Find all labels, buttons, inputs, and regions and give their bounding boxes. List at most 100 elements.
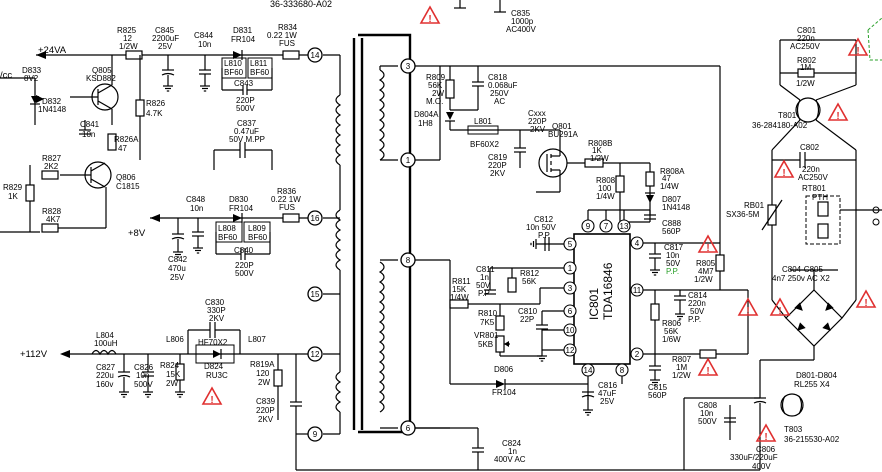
label-r819a-2: 2W — [258, 378, 270, 387]
label-r824-2: 2W — [166, 379, 178, 388]
icpin-4: 4 — [635, 239, 640, 248]
label-r810-1: 7K5 — [480, 318, 495, 327]
label-c808-1: 10n — [700, 409, 713, 418]
warning-mark: ! — [864, 298, 867, 309]
icpin-1: 1 — [568, 264, 573, 273]
label-c811-2: 50V — [476, 281, 491, 290]
top-part-label: 36-333680-A02 — [270, 0, 332, 9]
label-c802-0: C802 — [800, 143, 820, 152]
label-q806-0: Q806 — [116, 173, 136, 182]
label-r828-1: 4K7 — [46, 215, 61, 224]
label-r836-2: FUS — [279, 203, 295, 212]
tpin-14: 14 — [311, 51, 320, 60]
warning-mark: ! — [764, 432, 767, 443]
label-t803-0: T803 — [784, 425, 803, 434]
label-r819a-1: 120 — [256, 369, 270, 378]
label-c840-2: 500V — [235, 269, 254, 278]
icpin-3: 3 — [568, 284, 573, 293]
tpin-6: 6 — [406, 424, 411, 433]
label-c817-pp: P.P. — [666, 267, 679, 276]
label-c810-1: 22P — [520, 315, 534, 324]
label-c815-0: C815 — [648, 383, 668, 392]
rail-112v-label: +112V — [20, 349, 48, 360]
label-c843-0: C843 — [234, 79, 254, 88]
label-c827-0: C827 — [96, 363, 116, 372]
c837-group — [213, 142, 273, 170]
mains-input-section — [724, 17, 882, 470]
label-r825-2: 1/2W — [119, 42, 138, 51]
label-r812-0: R812 — [520, 269, 540, 278]
label-c835-1: 1000p — [511, 17, 534, 26]
ic801: IC801 TDA16846 — [573, 233, 631, 365]
icpin-10: 10 — [566, 326, 575, 335]
label-r809-3: M.O. — [426, 97, 443, 106]
label-r826a-0: R826A — [114, 135, 139, 144]
label-l808-0: L808 — [218, 224, 236, 233]
label-c801-2: AC250V — [790, 42, 820, 51]
warning-mark: ! — [210, 395, 213, 406]
tpin-8: 8 — [406, 256, 411, 265]
label-rt801-0: RT801 — [802, 184, 826, 193]
label-l809-1: BF60 — [248, 233, 268, 242]
label-c830-0: C830 — [205, 298, 225, 307]
warning-mark: ! — [706, 366, 709, 377]
label-l801-0: L801 — [474, 117, 492, 126]
label-r808b-0: R808B — [588, 139, 612, 148]
label-r802-0: R802 — [797, 56, 817, 65]
label-r802-2: 1/2W — [796, 79, 815, 88]
label-vr801-0: VR801 — [474, 331, 499, 340]
label-r808b-2: 1/2W — [590, 154, 609, 163]
warning-mark: ! — [836, 111, 839, 122]
label-r825-0: R825 — [117, 26, 137, 35]
label-c816-1: 47uF — [598, 389, 616, 398]
label-c811-1: 1n — [480, 273, 489, 282]
label-rt801-1: PTH — [812, 193, 828, 202]
label-r825-1: 12 — [123, 34, 132, 43]
label-c824-2: 400V AC — [494, 455, 526, 464]
label-c824-0: C824 — [502, 439, 522, 448]
label-c818-0: C818 — [488, 73, 508, 82]
label-c888-1: 560P — [662, 227, 681, 236]
label-c808-2: 500V — [698, 417, 717, 426]
label-c843-1: 220P — [236, 96, 255, 105]
label-d833-1: 8V2 — [24, 74, 39, 83]
warning-mark: ! — [746, 306, 749, 317]
component-labels: R825 12 1/2W C845 2200uF 25V C844 10n D8… — [3, 9, 840, 471]
label-l801-1: BF60X2 — [470, 140, 499, 149]
label-r819a-0: R819A — [250, 360, 275, 369]
label-l807: L807 — [248, 335, 266, 344]
label-cxxx-0: Cxxx — [528, 109, 546, 118]
label-c811-0: C811 — [476, 265, 495, 274]
label-d804a-1: 1H8 — [418, 119, 433, 128]
label-c818-2: 250V — [490, 89, 509, 98]
label-r810-0: R810 — [478, 309, 498, 318]
label-c845-2: 25V — [158, 42, 173, 51]
label-d801-0: D801-D804 — [796, 371, 837, 380]
label-r806-2: 1/6W — [662, 335, 681, 344]
tpin-3: 3 — [406, 62, 411, 71]
label-l806: L806 — [166, 335, 184, 344]
label-q801-0: Q801 — [552, 122, 572, 131]
label-r806-0: R806 — [662, 319, 682, 328]
label-c816-2: 25V — [600, 397, 615, 406]
label-c835-0: C835 — [511, 9, 531, 18]
label-c814-3: P.P. — [688, 315, 701, 324]
rail-8v-label: +8V — [128, 228, 146, 239]
label-r807-0: R807 — [672, 355, 692, 364]
label-c835-2: AC400V — [506, 25, 536, 34]
label-d833-0: D833 — [22, 66, 42, 75]
label-c812-2: P.P — [538, 231, 550, 240]
label-r809-0: R809 — [426, 73, 446, 82]
label-l811-0: L811 — [250, 59, 268, 68]
warning-mark: ! — [706, 243, 709, 254]
label-d806-1: FR104 — [492, 388, 517, 397]
label-c837-0: C837 — [237, 119, 257, 128]
label-t801-1: 36-284180-A02 — [752, 121, 808, 130]
ic801-ref: IC801 — [587, 288, 601, 320]
tpin-9: 9 — [313, 430, 318, 439]
label-c837-1: 0.47uF — [234, 127, 259, 136]
bottom-return — [296, 397, 760, 471]
label-r807-2: 1/2W — [672, 371, 691, 380]
label-c817-0: C817 — [664, 243, 684, 252]
